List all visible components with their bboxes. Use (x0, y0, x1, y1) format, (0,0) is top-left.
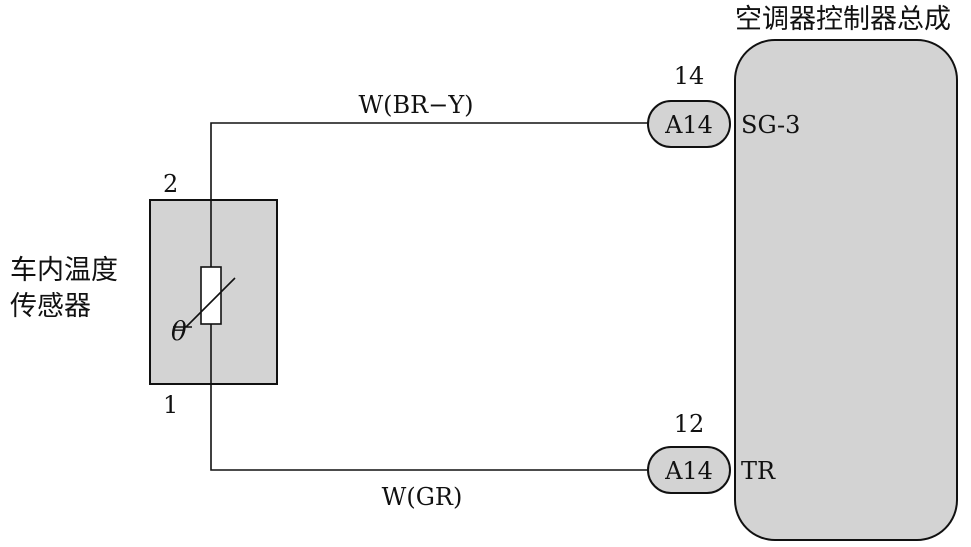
controller-title: 空调器控制器总成 (735, 4, 951, 35)
controller-body (734, 39, 958, 541)
connector-top-pin-number: 14 (674, 62, 705, 90)
wire-bottom-label: W(GR) (382, 483, 463, 511)
pin-sg3-label: SG-3 (741, 111, 800, 139)
sensor-name-line2: 传感器 (10, 291, 91, 322)
connector-top-label: A14 (664, 111, 713, 139)
sensor-terminal-top: 2 (163, 170, 178, 198)
wire-bottom (210, 384, 650, 471)
connector-top (647, 100, 731, 148)
thermistor-symbol: θ (171, 317, 187, 347)
connector-bottom (647, 446, 731, 494)
thermistor-icon (173, 266, 236, 328)
pin-tr-label: TR (741, 457, 776, 485)
wire-top-label: W(BR−Y) (358, 91, 473, 119)
connector-bottom-label: A14 (664, 457, 713, 485)
sensor-terminal-bottom: 1 (163, 391, 178, 419)
connector-bottom-pin-number: 12 (674, 410, 705, 438)
sensor-name-line1: 车内温度 (10, 255, 118, 286)
